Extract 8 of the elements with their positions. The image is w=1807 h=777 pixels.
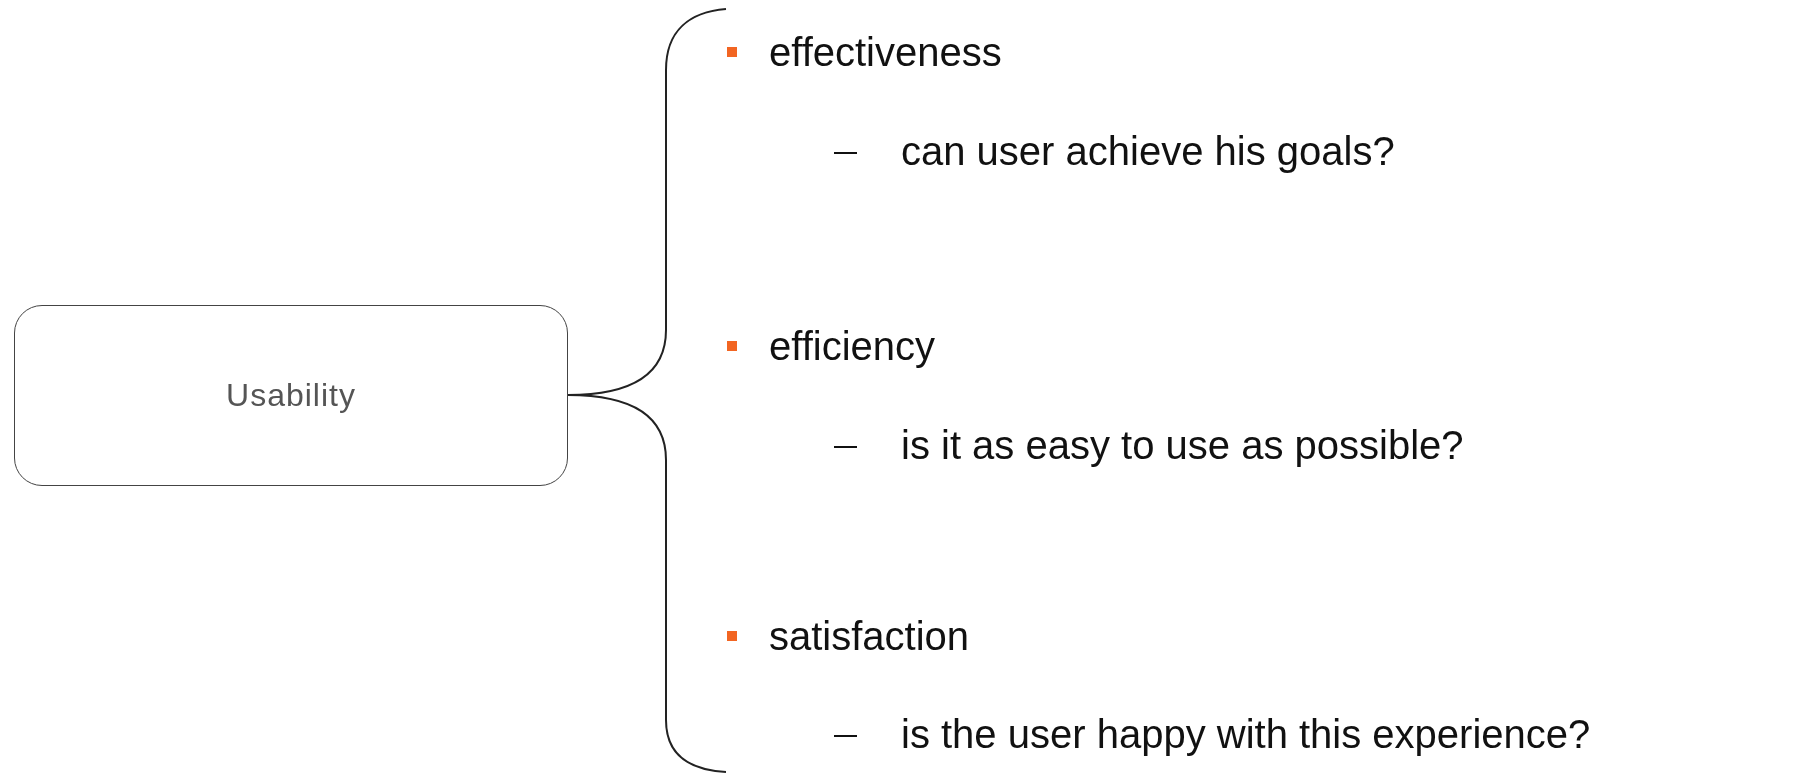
criterion-text: satisfaction xyxy=(769,613,970,660)
criterion-text: efficiency xyxy=(769,323,935,370)
sub-point-text: is it as easy to use as possible? xyxy=(901,422,1464,469)
criterion-text: effectiveness xyxy=(769,29,1002,76)
sub-point-text: is the user happy with this experience? xyxy=(901,711,1591,758)
topic-title: Usability xyxy=(226,377,356,414)
sub-point-text: can user achieve his goals? xyxy=(901,128,1395,175)
topic-box xyxy=(14,305,568,486)
